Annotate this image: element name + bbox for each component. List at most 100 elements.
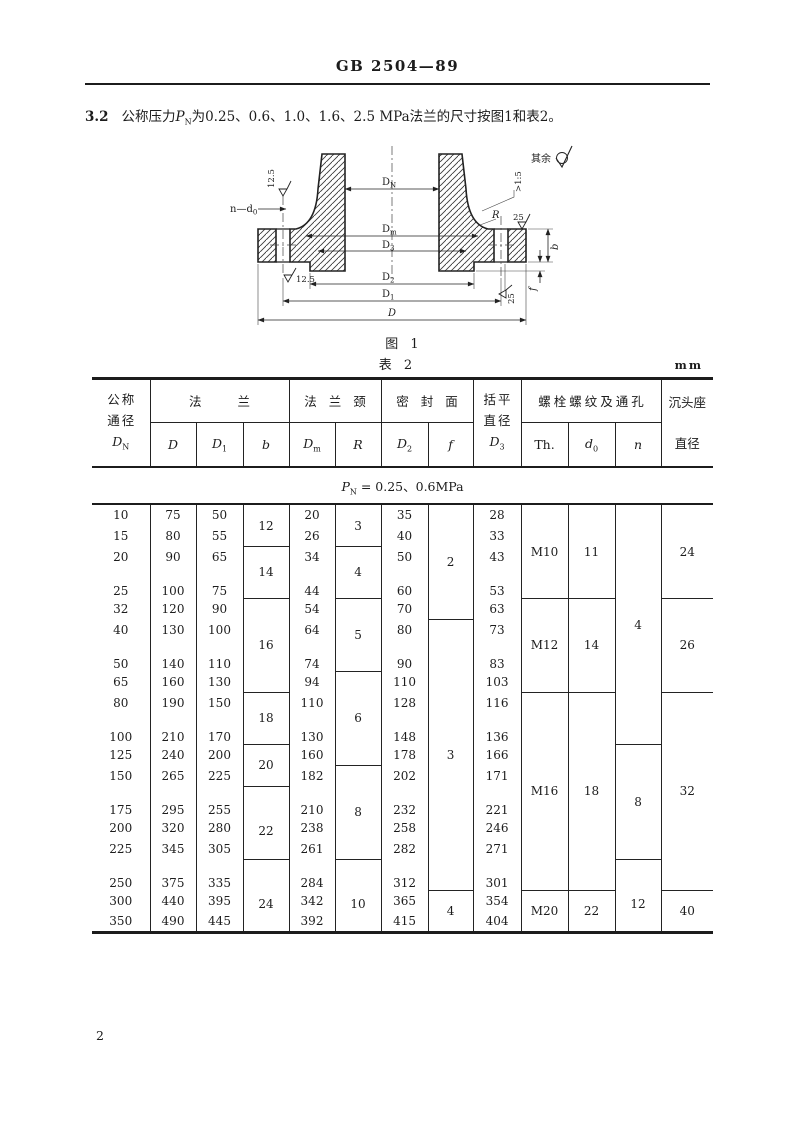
cell: 54	[289, 598, 336, 620]
cell: 110	[289, 692, 336, 714]
cell: 50	[92, 640, 151, 672]
header-dn: 公称 通径 DN	[92, 378, 151, 468]
table-row: 20 90 65 14 34 4 50 43	[92, 545, 713, 599]
cell: 26	[661, 597, 714, 693]
intro-pre: 公称压力	[121, 109, 176, 125]
cell: 4	[615, 503, 662, 745]
cell: 258	[381, 817, 429, 839]
table-row: 150 265 225 182 8 202 171	[92, 764, 713, 860]
cell: 20	[289, 504, 336, 526]
cell: 261	[289, 838, 336, 860]
cell: 50	[196, 504, 244, 526]
table-row: 350 490 445 392 415 404	[92, 911, 713, 933]
cell: 190	[150, 692, 197, 714]
cell: 28	[473, 504, 522, 526]
table-row: 250 375 335 24 284 10 312 301 12	[92, 858, 713, 933]
cell: 232	[381, 786, 429, 818]
table-row: 200 320 280 238 258 246	[92, 817, 713, 839]
cell: 100	[196, 619, 244, 641]
table-caption-row: 表 2 mm	[85, 354, 710, 373]
cell: 25	[92, 567, 151, 599]
cell: 12	[243, 503, 290, 547]
dim-label-d1: D1	[382, 289, 395, 302]
cell: 60	[381, 567, 429, 599]
dim-label-b: b	[550, 243, 561, 249]
cell: 395	[196, 890, 244, 912]
cell: 210	[289, 786, 336, 818]
header-group-bolt: 螺栓螺纹及通孔	[521, 378, 662, 423]
cell: 14	[243, 545, 290, 599]
cell: 12	[615, 858, 662, 933]
roughness-bottom-value: 25	[507, 293, 517, 304]
cell: 110	[196, 640, 244, 672]
cell: 43	[473, 546, 522, 568]
cell: 365	[381, 890, 429, 912]
pn-subscript: N	[184, 117, 192, 127]
cell: 225	[196, 765, 244, 787]
cell: 335	[196, 859, 244, 891]
cell: 90	[381, 640, 429, 672]
roughness-face-value: 12.5	[296, 275, 315, 285]
cell: 53	[473, 567, 522, 599]
header-col-d2: D2	[381, 422, 429, 468]
cell: 18	[568, 691, 616, 891]
header-col-th: Th.	[521, 422, 569, 468]
table-row: 25 100 75 44 60 53	[92, 567, 713, 599]
cell: 35	[381, 504, 429, 526]
header-sink: 沉头座 直径	[668, 395, 707, 452]
cell: 136	[473, 713, 522, 745]
header-d3: 括平 直径 D3	[473, 378, 522, 468]
standard-code: GB 2504—89	[335, 57, 460, 75]
cell: 14	[568, 597, 616, 693]
dim-label-f: f	[528, 285, 539, 292]
cell: 20	[243, 743, 290, 787]
cell: 250	[92, 859, 151, 891]
cell: 103	[473, 671, 522, 693]
cell: 90	[196, 598, 244, 620]
cell: 100	[92, 713, 151, 745]
cell: 240	[150, 744, 197, 766]
cell: 280	[196, 817, 244, 839]
cell: 440	[150, 890, 197, 912]
header-group-neck: 法兰颈	[289, 378, 382, 423]
cell: 3	[428, 618, 474, 891]
header-rule	[85, 83, 710, 85]
table-row: 40 130 100 64 80 3 73	[92, 618, 713, 891]
header-col-d: D	[150, 422, 197, 468]
cell: 63	[473, 598, 522, 620]
cell: 150	[196, 692, 244, 714]
header-col-n: n	[615, 422, 662, 468]
cell: 22	[243, 785, 290, 860]
cell: 65	[92, 671, 151, 693]
cell: 22	[568, 889, 616, 933]
cell: 94	[289, 671, 336, 693]
cell: 182	[289, 765, 336, 787]
cell: 110	[381, 671, 429, 693]
cell: 11	[568, 503, 616, 599]
table-unit: mm	[674, 357, 703, 372]
header-group-seal: 密封面	[381, 378, 474, 423]
cell: 128	[381, 692, 429, 714]
table-row: 80 190 150 18 110 128 116 M16 18 32	[92, 691, 714, 891]
table-row: 175 295 255 22 210 232 221	[92, 785, 713, 860]
cell: 15	[92, 525, 151, 547]
header-col-r: R	[335, 422, 382, 468]
cell: 140	[150, 640, 197, 672]
header-col-f: f	[428, 422, 474, 468]
cell: 345	[150, 838, 197, 860]
cell: 73	[473, 619, 522, 641]
cell: 350	[92, 911, 151, 933]
cell: 320	[150, 817, 197, 839]
cell: 34	[289, 546, 336, 568]
cell: 100	[150, 567, 197, 599]
clause-number: 3.2	[85, 109, 109, 125]
cell: 83	[473, 640, 522, 672]
cell: 50	[381, 546, 429, 568]
cell: 342	[289, 890, 336, 912]
cell: M10	[521, 503, 569, 599]
cell: 32	[661, 691, 714, 891]
roughness-symbol-top	[517, 213, 531, 230]
cell: 10	[92, 504, 151, 526]
cell: 301	[473, 859, 522, 891]
